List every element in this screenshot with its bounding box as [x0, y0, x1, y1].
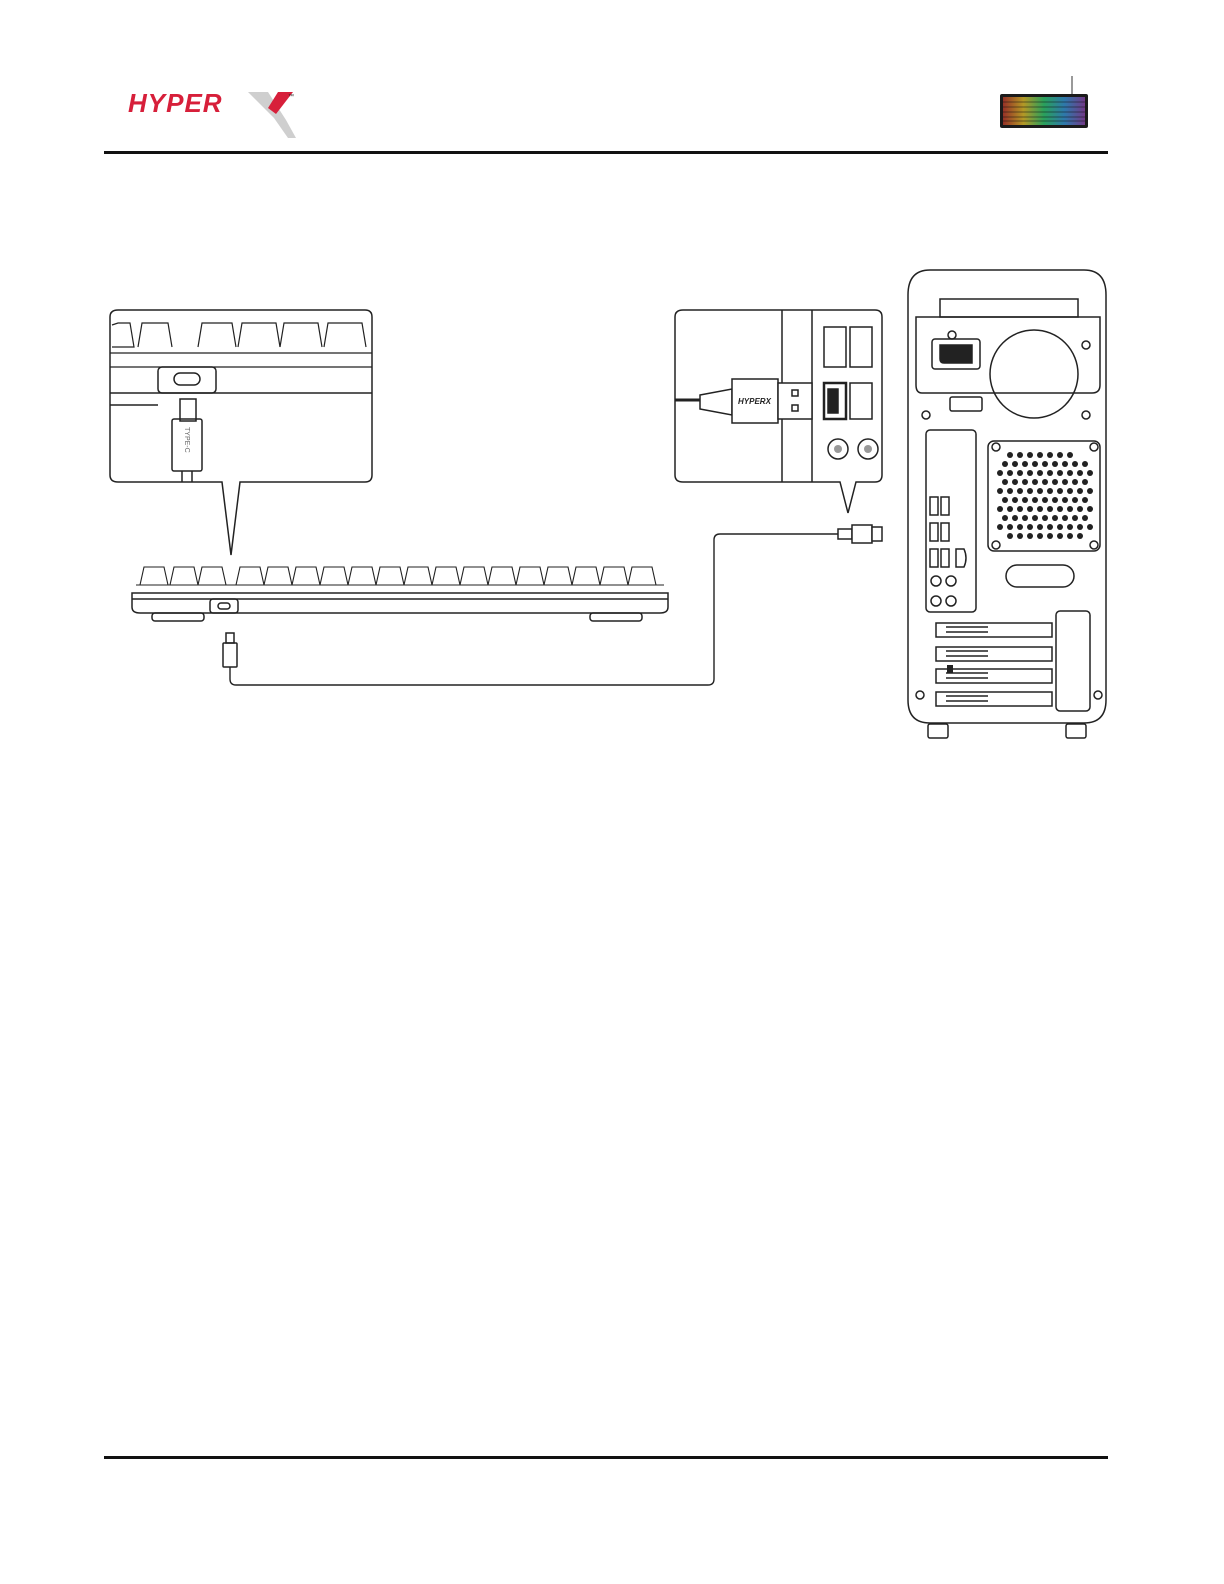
trademark-symbol: ™	[288, 93, 294, 100]
hyperx-logo: HYPER ™	[128, 84, 308, 144]
page-header: HYPER ™	[0, 0, 1224, 160]
usb-a-plug-small	[838, 525, 882, 543]
logo-wordmark: HYPER	[128, 88, 223, 118]
pc-port-callout: HYPERX	[675, 310, 882, 513]
keyboard-port-callout: TYPE-C	[110, 310, 372, 555]
header-divider	[104, 151, 1108, 154]
usb-plug-logo: HYPERX	[738, 397, 772, 406]
usb-cable	[230, 534, 838, 685]
keyboard-product-thumbnail	[998, 76, 1090, 130]
keyboard-side-view	[132, 567, 668, 667]
pc-tower-rear	[908, 270, 1106, 738]
connection-diagram: TYPE-C HYPERX	[0, 255, 1224, 755]
footer-divider	[104, 1456, 1108, 1459]
typec-plug-label: TYPE-C	[183, 427, 190, 453]
